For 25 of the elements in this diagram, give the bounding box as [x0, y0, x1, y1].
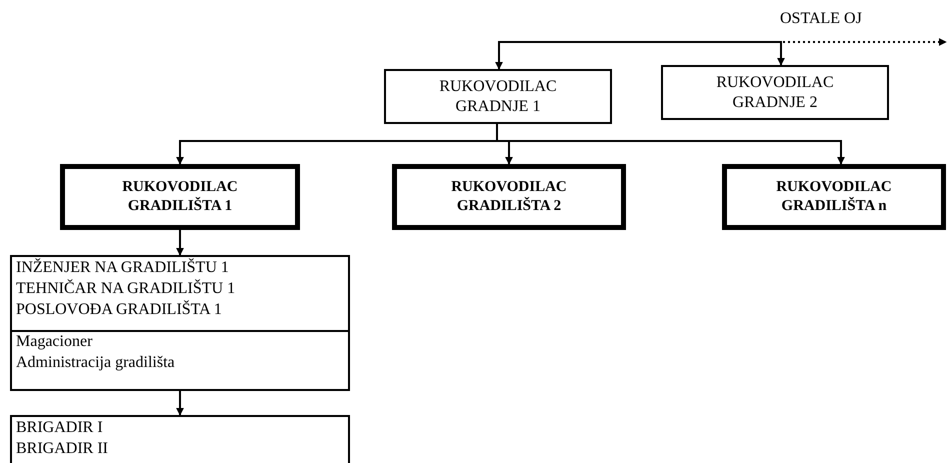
box-title: RUKOVODILAC GRADNJE 2 [715, 72, 835, 112]
staff-role: BRIGADIR II [16, 438, 109, 459]
box-title: RUKOVODILAC GRADNJE 1 [438, 76, 558, 116]
staff-role: Magacioner [16, 332, 94, 352]
unit-label: OSTALE OJ [780, 11, 862, 27]
box-title: RUKOVODILAC GRADILIŠTA 2 [450, 178, 568, 216]
staff-list-box [10, 255, 350, 391]
org-box [392, 164, 626, 230]
arrow [496, 124, 845, 165]
staff-list-box [10, 415, 350, 463]
arrow [176, 391, 184, 416]
staff-role: POSLOVOĐA GRADILIŠTA 1 [12, 300, 348, 332]
org-box [384, 69, 612, 124]
org-box [722, 164, 946, 230]
arrow [495, 41, 640, 70]
org-box [661, 65, 889, 120]
staff-role: TEHNIČAR NA GRADILIŠTU 1 [16, 278, 236, 299]
box-title: RUKOVODILAC GRADILIŠTA 1 [121, 178, 239, 216]
staff-role: BRIGADIR I [16, 418, 104, 438]
org-box [60, 164, 300, 230]
box-title: RUKOVODILAC GRADILIŠTA n [775, 178, 893, 216]
arrow [176, 230, 184, 256]
arrow [640, 41, 785, 66]
staff-role: INŽENJER NA GRADILIŠTU 1 [16, 258, 230, 278]
staff-role: Administracija gradilišta [16, 353, 176, 374]
